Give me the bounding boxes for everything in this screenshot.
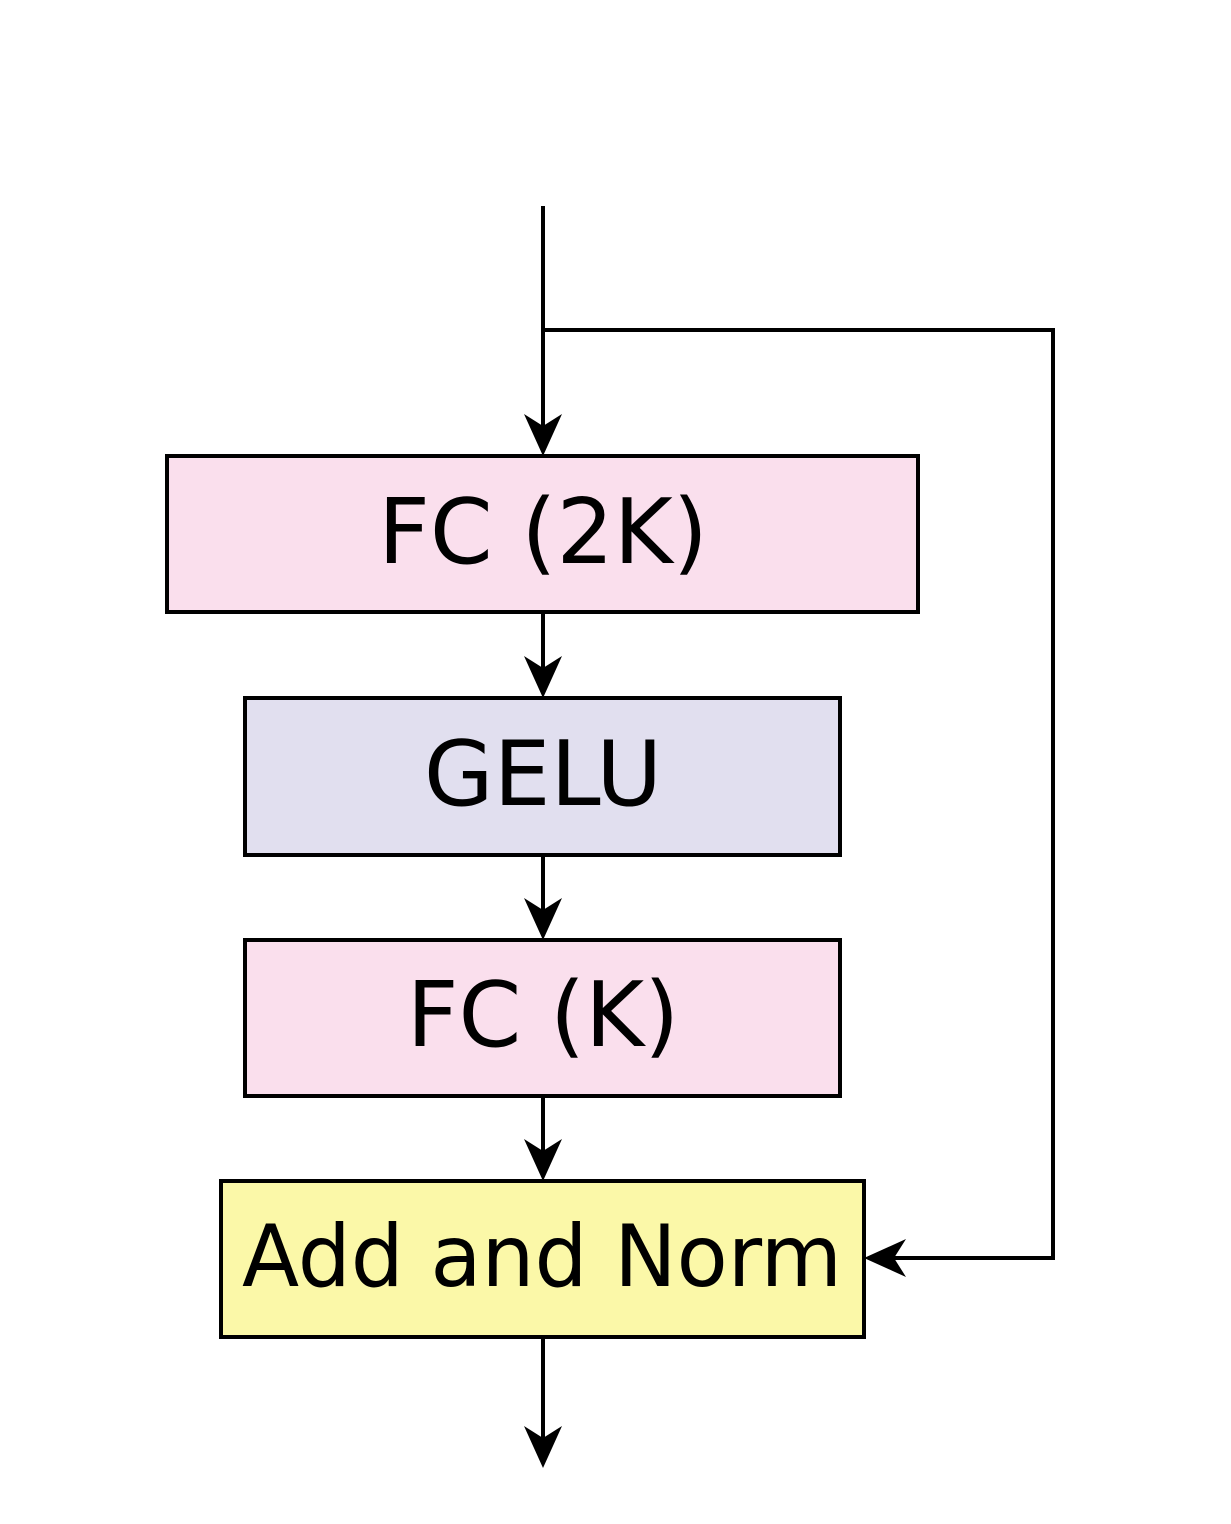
arrowhead-left-icon: [864, 1239, 906, 1277]
add-norm-box: [219, 1179, 866, 1339]
arrowhead-down-icon: [524, 898, 562, 940]
arrowhead-down-icon: [524, 656, 562, 698]
arrowhead-down-icon: [524, 1139, 562, 1181]
connectors: [541, 206, 1055, 1442]
gelu-box: [243, 696, 842, 857]
node-fc-k: FC (K): [243, 938, 842, 1098]
gelu-label: GELU: [424, 722, 662, 827]
arrowhead-down-icon: [524, 414, 562, 456]
fc-k-label: FC (K): [407, 963, 679, 1068]
node-add-norm: Add and Norm: [219, 1179, 866, 1339]
arrowhead-down-icon: [524, 1426, 562, 1468]
node-gelu: GELU: [243, 696, 842, 857]
add-norm-label: Add and Norm: [242, 1207, 842, 1307]
fc-2k-label: FC (2K): [378, 480, 708, 585]
fc-k-box: [243, 938, 842, 1098]
edge-residual-skip: [543, 328, 1055, 1260]
arrowheads: [524, 414, 906, 1468]
node-fc-2k: FC (2K): [165, 454, 920, 614]
fc-2k-box: [165, 454, 920, 614]
